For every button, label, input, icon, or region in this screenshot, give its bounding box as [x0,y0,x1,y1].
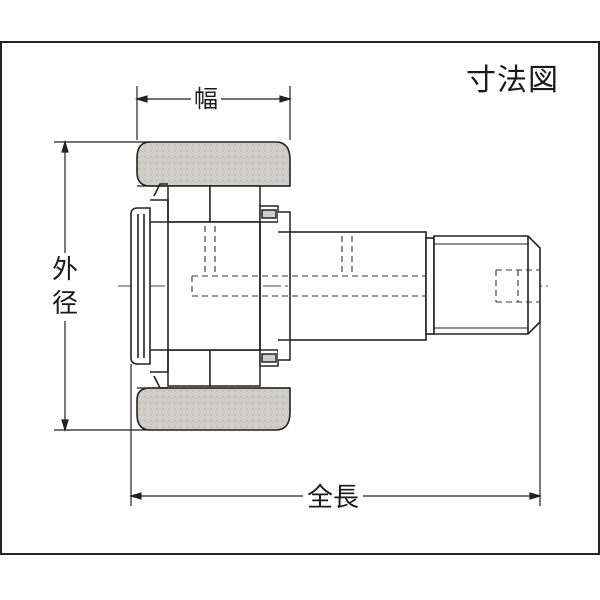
hidden-lines [191,226,426,297]
outer-ring [136,141,291,431]
stud-shaft [289,231,435,341]
seal-ring [259,205,291,367]
side-plate [130,183,169,389]
width-label: 幅 [191,87,221,111]
threaded-end [433,235,541,335]
drawing-title: 寸法図 [466,63,559,98]
hex-socket [495,269,540,303]
total-length-label: 全長 [303,485,364,511]
stud-head [167,221,261,351]
outer-diameter-label-char-2: 径 [51,289,78,319]
outer-frame [0,41,600,555]
outer-diameter-label-char-1: 外 [51,255,78,285]
outer-diameter-label: 外 径 [50,253,80,321]
